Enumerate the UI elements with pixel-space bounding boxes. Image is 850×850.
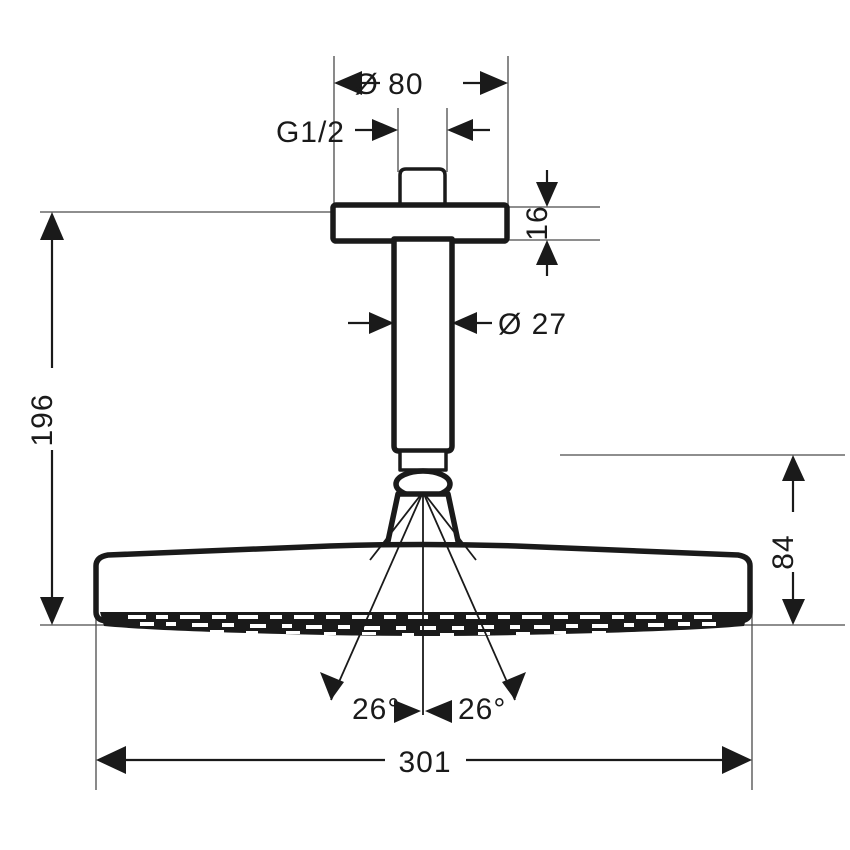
label-spray-angle-right: 26° <box>458 693 506 726</box>
shower-part-geometry <box>93 167 753 636</box>
arrow-up-84 <box>782 455 805 481</box>
dimension-head-width: 301 <box>96 746 752 779</box>
dimension-plate-diameter: Ø 80 <box>334 68 508 101</box>
label-thread: G1/2 <box>276 116 345 149</box>
label-total-height: 196 <box>26 393 59 446</box>
arrow-right-26deg <box>502 672 526 700</box>
arrow-right-g12 <box>372 119 398 141</box>
label-head-drop: 84 <box>767 534 800 569</box>
spray-nozzle-face <box>100 612 748 636</box>
dimension-spray-angles: 26° 26° <box>320 672 526 726</box>
label-arm-diameter: Ø 27 <box>498 308 567 341</box>
arrow-left-d27 <box>452 312 477 334</box>
arrow-down-84 <box>782 599 805 625</box>
arrow-center-left-26deg <box>394 700 421 723</box>
arrow-up-16 <box>536 240 558 265</box>
spray-cone-rays <box>330 491 516 715</box>
arrow-left-g12 <box>447 119 473 141</box>
arrow-center-right-26deg <box>425 700 452 723</box>
arrow-left-301 <box>96 746 126 774</box>
arrow-down-16 <box>536 182 558 207</box>
ceiling-plate <box>330 202 510 244</box>
arrow-left-d80 <box>334 71 362 95</box>
ball-joint-collar <box>398 449 448 472</box>
dimension-arm-diameter: Ø 27 <box>348 308 567 341</box>
label-head-width: 301 <box>398 746 451 779</box>
arrow-up-196 <box>40 212 64 240</box>
arrow-down-196 <box>40 597 64 625</box>
dimension-total-height: 196 <box>26 212 64 625</box>
dimension-head-drop: 84 <box>767 455 805 625</box>
arrow-left-26deg <box>320 672 344 700</box>
arrow-right-d80 <box>480 71 508 95</box>
shower-arm <box>391 236 455 454</box>
label-plate-diameter: Ø 80 <box>354 68 423 101</box>
arrow-right-d27 <box>369 312 394 334</box>
thread-nipple <box>398 167 447 209</box>
dimension-thread: G1/2 <box>276 116 490 149</box>
label-plate-height: 16 <box>521 205 554 240</box>
arrow-right-301 <box>722 746 752 774</box>
dimension-plate-height: 16 <box>521 170 558 276</box>
label-spray-angle-left: 26° <box>352 693 400 726</box>
